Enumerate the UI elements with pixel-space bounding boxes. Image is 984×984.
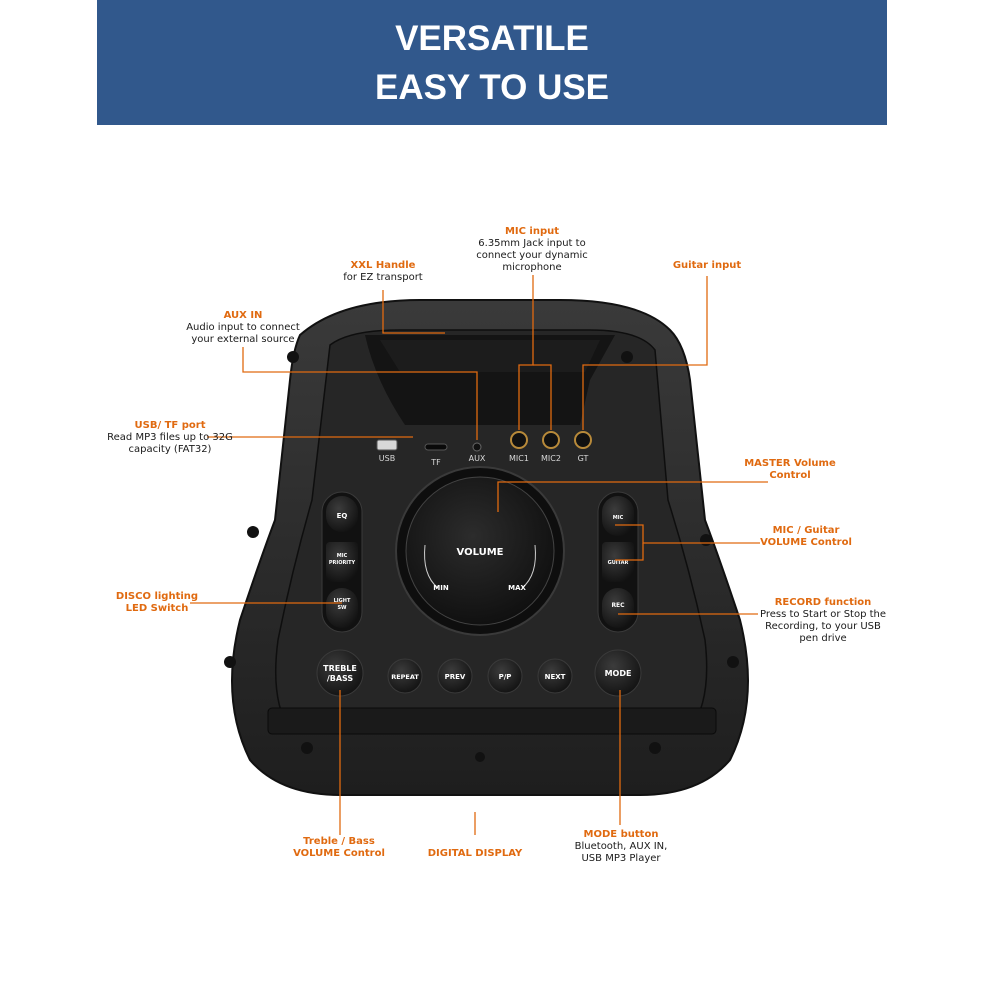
callout-record: RECORD function Press to Start or Stop t… — [748, 597, 898, 645]
callout-xxl-handle-line-1: for EZ transport — [343, 272, 423, 283]
eq-button-label: EQ — [337, 512, 348, 520]
treble-bass-label-2: /BASS — [327, 674, 354, 683]
volume-min-label: MIN — [433, 584, 449, 592]
volume-knob — [405, 476, 555, 626]
callout-mic-guitar: MIC / Guitar VOLUME Control — [751, 525, 861, 549]
next-button-label: NEXT — [545, 673, 566, 681]
volume-max-label: MAX — [508, 584, 526, 592]
aux-port-label: AUX — [469, 454, 486, 463]
callout-aux-in-line-2: your external source — [191, 334, 295, 345]
callout-mode-button-title: MODE button — [583, 829, 659, 840]
next-button — [537, 658, 573, 694]
leader-mic-guitar — [615, 524, 760, 544]
banner-line-2: EASY TO USE — [374, 68, 610, 107]
prev-button-label: PREV — [445, 673, 466, 681]
callout-master-volume: MASTER Volume Control — [735, 458, 845, 482]
treble-bass-button — [316, 649, 364, 697]
callout-mic-input-line-3: microphone — [502, 262, 562, 273]
callout-mode-button: MODE button Bluetooth, AUX IN, USB MP3 P… — [561, 829, 681, 865]
callout-mic-input-line-2: connect your dynamic — [476, 250, 588, 261]
callout-mic-guitar-title-1: MIC / Guitar — [772, 525, 840, 536]
callout-disco: DISCO lighting LED Switch — [102, 591, 212, 615]
mode-button — [594, 649, 642, 697]
title-banner: VERSATILE EASY TO USE — [97, 0, 887, 125]
mic-priority-label-2: PRIORITY — [329, 560, 356, 566]
prev-button — [437, 658, 473, 694]
light-sw-label-2: SW — [337, 605, 347, 611]
callout-digital-display: DIGITAL DISPLAY — [415, 848, 535, 860]
leader-lines — [190, 275, 768, 835]
usb-port — [376, 439, 398, 451]
mic-priority-button — [326, 542, 358, 582]
callout-usb-tf-title: USB/ TF port — [134, 420, 206, 431]
light-sw-label-1: LIGHT — [334, 598, 351, 604]
play-pause-button — [487, 658, 523, 694]
treble-bass-label-1: TREBLE — [323, 664, 357, 673]
mic-volume-label: MIC — [613, 515, 624, 521]
callout-treble-bass-title-2: VOLUME Control — [293, 848, 385, 859]
volume-knob-label: VOLUME — [457, 547, 504, 558]
callout-disco-title-2: LED Switch — [125, 603, 189, 614]
callout-record-line-3: pen drive — [799, 633, 847, 644]
callout-digital-display-title: DIGITAL DISPLAY — [427, 848, 523, 859]
guitar-volume-button — [602, 542, 634, 582]
mic-priority-label-1: MIC — [337, 553, 348, 559]
callout-usb-tf-line-1: Read MP3 files up to 32G — [107, 432, 233, 443]
rec-button-label: REC — [611, 602, 625, 609]
tf-slot-label: TF — [430, 458, 441, 467]
repeat-button-label: REPEAT — [391, 673, 419, 681]
leader-guitar-input — [582, 276, 708, 430]
gt-jack-label: GT — [578, 454, 589, 463]
callout-master-volume-title-1: MASTER Volume — [744, 458, 836, 469]
callout-mic-input-title: MIC input — [504, 226, 560, 237]
mic-volume-button — [602, 496, 634, 536]
tf-slot — [424, 443, 448, 451]
callout-treble-bass: Treble / Bass VOLUME Control — [283, 836, 395, 860]
callout-record-line-2: Recording, to your USB — [765, 621, 881, 632]
callout-mic-guitar-title-2: VOLUME Control — [760, 537, 852, 548]
callout-guitar-input: Guitar input — [652, 260, 762, 272]
gt-jack — [574, 431, 592, 449]
mic2-jack — [542, 431, 560, 449]
callout-master-volume-title-2: Control — [769, 470, 811, 481]
callout-usb-tf: USB/ TF port Read MP3 files up to 32G ca… — [90, 420, 250, 456]
leader-aux-in — [242, 347, 478, 440]
callout-aux-in-title: AUX IN — [223, 310, 263, 321]
banner-line-1: VERSATILE — [395, 19, 589, 58]
callout-mode-button-line-2: USB MP3 Player — [581, 853, 661, 864]
eq-button — [326, 496, 358, 532]
repeat-button — [387, 658, 423, 694]
callout-xxl-handle-title: XXL Handle — [350, 260, 416, 271]
mic1-jack-label: MIC1 — [509, 454, 529, 463]
light-sw-button — [326, 588, 358, 628]
rec-button — [602, 588, 634, 628]
mic1-jack — [510, 431, 528, 449]
leader-xxl-handle — [382, 290, 445, 334]
callout-treble-bass-title-1: Treble / Bass — [303, 836, 375, 847]
callout-mic-input: MIC input 6.35mm Jack input to connect y… — [462, 226, 602, 274]
mic2-jack-label: MIC2 — [541, 454, 561, 463]
callout-aux-in: AUX IN Audio input to connect your exter… — [168, 310, 318, 346]
leader-mic-input — [518, 275, 534, 430]
callout-aux-in-line-1: Audio input to connect — [186, 322, 300, 333]
callout-guitar-input-title: Guitar input — [672, 260, 742, 271]
callout-usb-tf-line-2: capacity (FAT32) — [128, 444, 212, 455]
callout-mode-button-line-1: Bluetooth, AUX IN, — [574, 841, 668, 852]
mode-button-label: MODE — [605, 669, 632, 678]
callout-mic-input-line-1: 6.35mm Jack input to — [478, 238, 586, 249]
play-pause-label: P/P — [499, 673, 512, 681]
callout-disco-title-1: DISCO lighting — [115, 591, 199, 602]
aux-port — [472, 442, 482, 452]
usb-port-label: USB — [379, 454, 395, 463]
digital-display-slot — [267, 707, 717, 735]
callout-xxl-handle: XXL Handle for EZ transport — [323, 260, 443, 284]
guitar-volume-label: GUITAR — [608, 560, 629, 566]
callout-record-line-1: Press to Start or Stop the — [759, 609, 887, 620]
callout-record-title: RECORD function — [774, 597, 872, 608]
leader-master-volume — [497, 481, 768, 512]
